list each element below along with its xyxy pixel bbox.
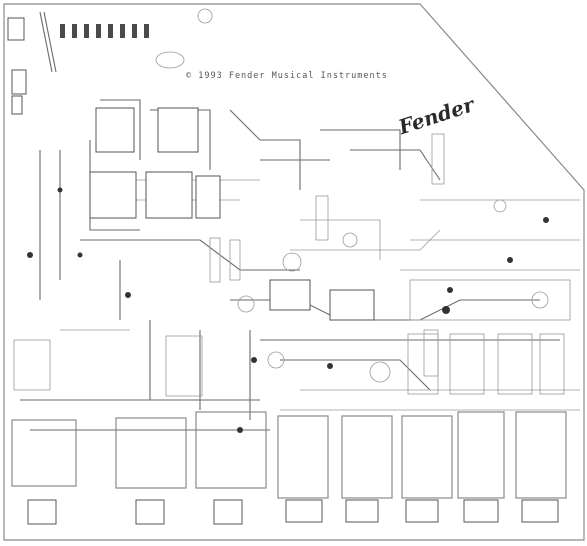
switch-bank	[277, 411, 567, 523]
capacitor-group	[155, 51, 549, 383]
potentiometer-jack-left	[11, 419, 77, 525]
resistor-array	[13, 279, 571, 397]
fender-logo: Fender	[395, 92, 479, 140]
copyright-text: © 1993 Fender Musical Instruments	[186, 71, 388, 81]
potentiometer-jack-right	[195, 411, 267, 525]
board-outline	[3, 3, 585, 541]
pin-header	[7, 8, 213, 115]
ic-chip-group	[89, 107, 375, 321]
potentiometer-jack-middle	[115, 417, 187, 525]
vertical-components	[209, 133, 445, 377]
trace-network	[20, 99, 580, 431]
solder-joints	[27, 187, 549, 433]
